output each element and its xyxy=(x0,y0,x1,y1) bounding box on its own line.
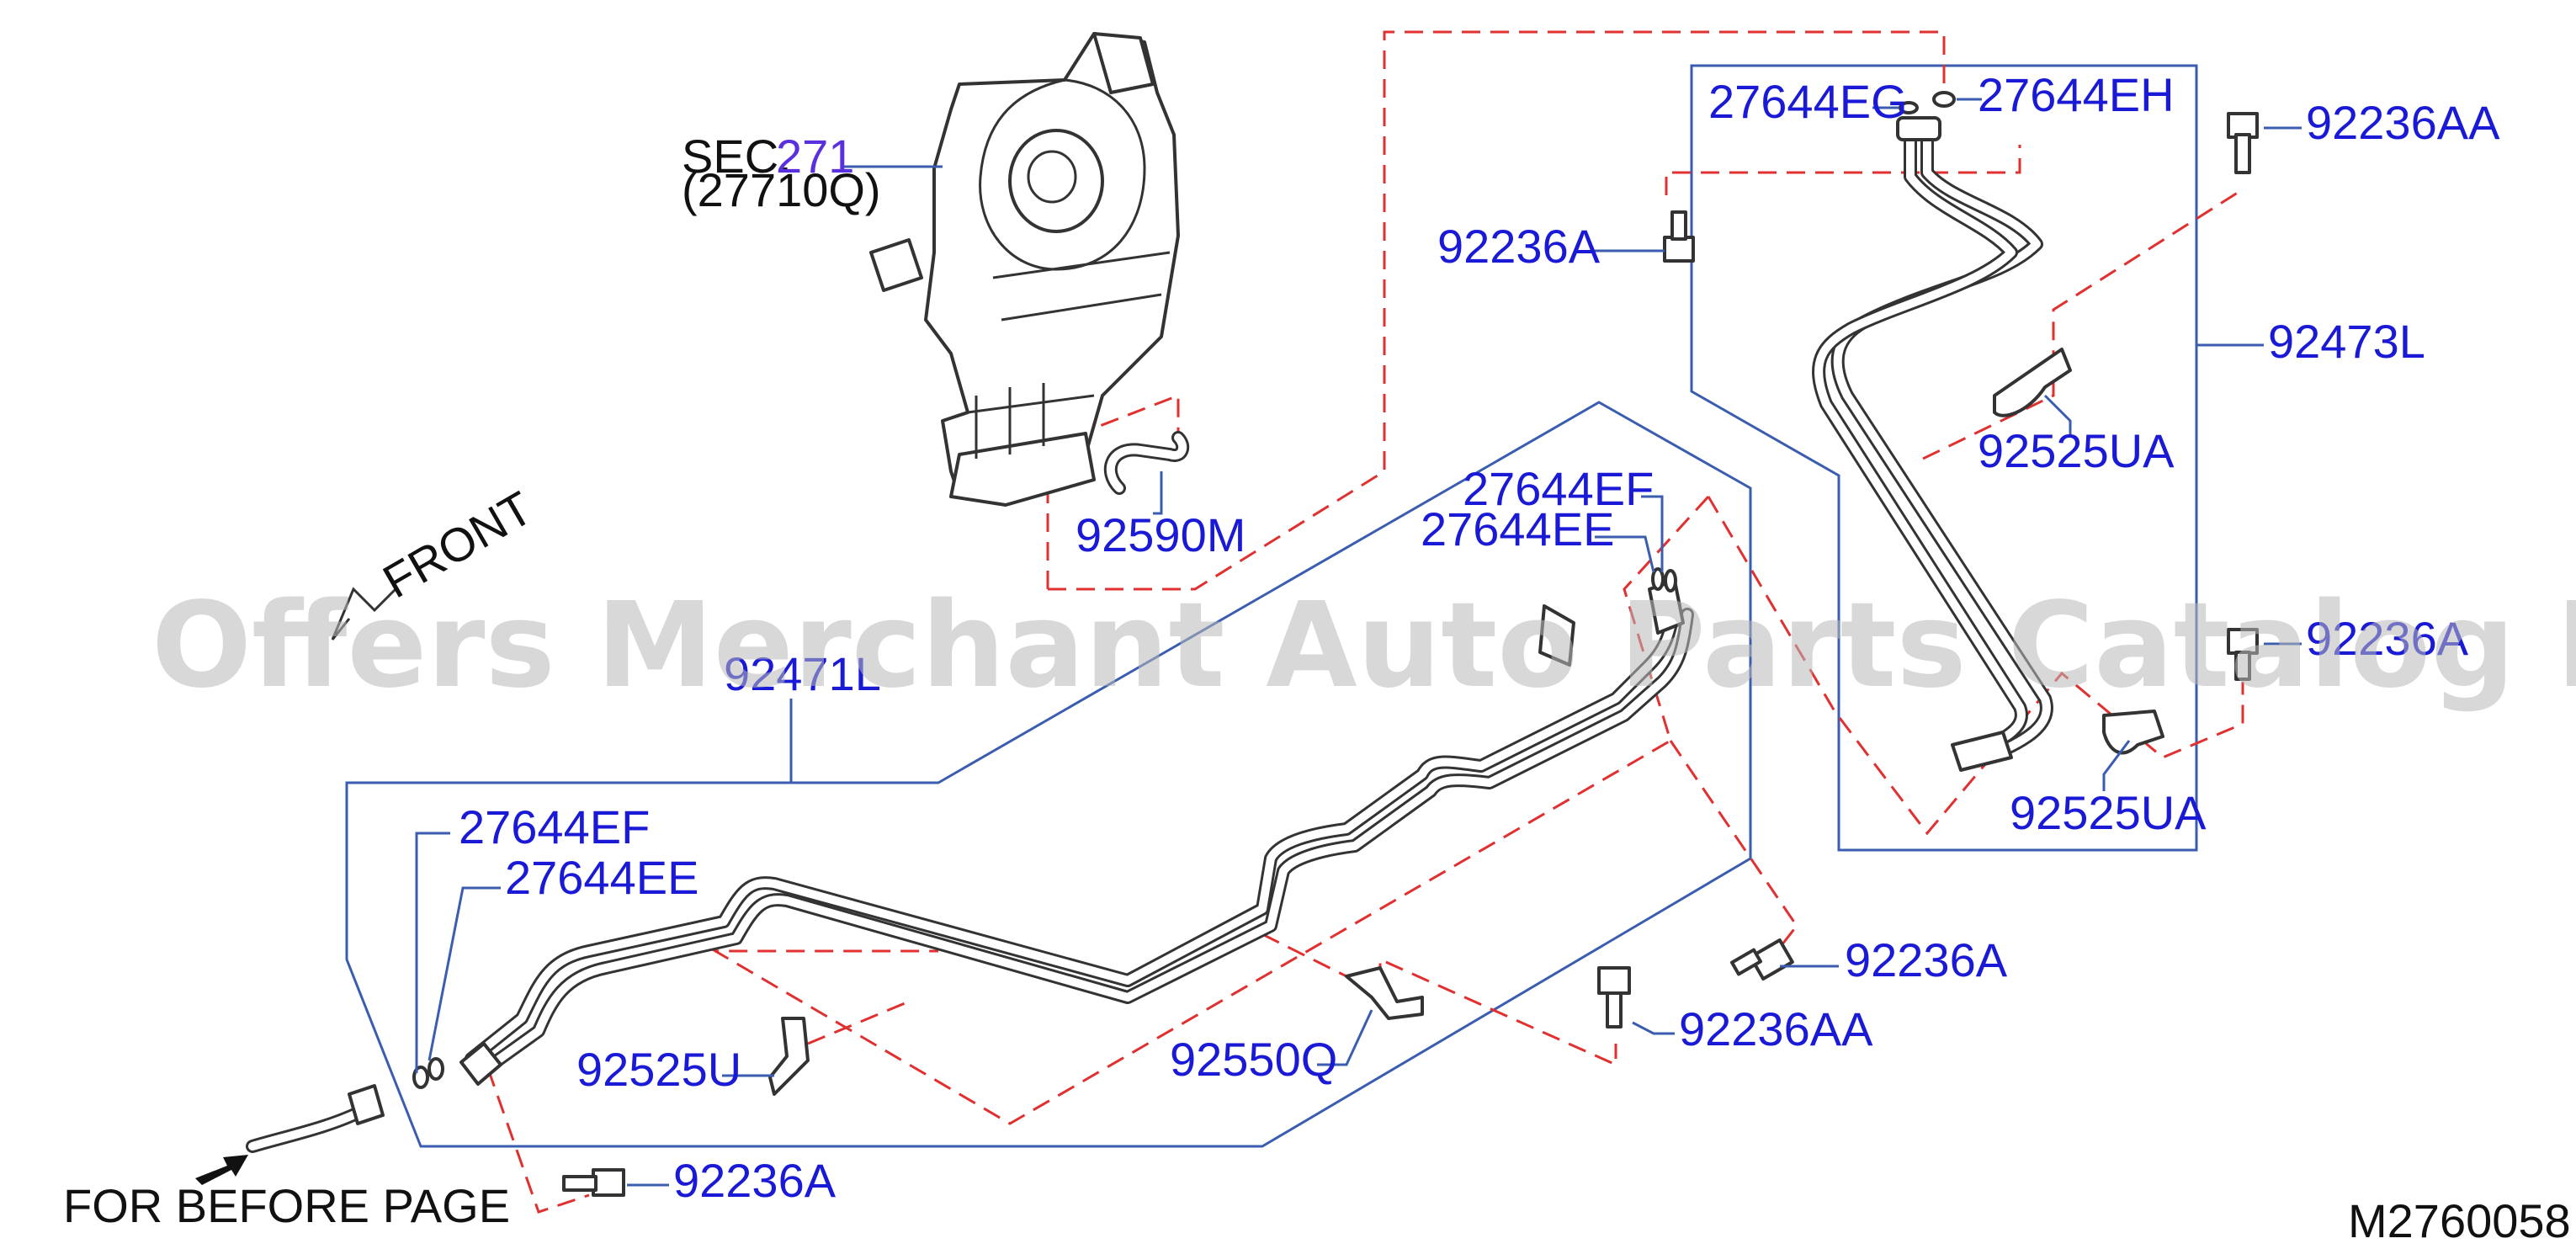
leader-27644ef-left xyxy=(415,832,450,1073)
o-ring-icon xyxy=(1651,567,1665,591)
label-92236aa-top[interactable]: 92236AA xyxy=(2306,96,2500,149)
label-sec-sub: (27710Q) xyxy=(682,163,881,216)
label-27644ee-mid[interactable]: 27644EE xyxy=(1421,502,1614,555)
clamp-icon xyxy=(768,1017,810,1096)
leader-92236aa-mid xyxy=(1632,1021,1675,1035)
label-sec: SEC. xyxy=(682,130,792,183)
o-ring-icon xyxy=(428,1057,444,1081)
label-27644eh[interactable]: 27644EH xyxy=(1978,68,2175,121)
label-92550q[interactable]: 92550Q xyxy=(1170,1033,1337,1086)
dash-line-right-down xyxy=(1669,740,1798,965)
pipe-assembly-92471l xyxy=(459,579,1694,1086)
dash-line-center xyxy=(710,495,1710,1125)
label-92236a-right[interactable]: 92236A xyxy=(2306,612,2469,665)
label-sec-271[interactable]: 271 xyxy=(776,130,854,183)
label-27644ef-left[interactable]: 27644EF xyxy=(459,800,650,853)
label-92525ua-bottom[interactable]: 92525UA xyxy=(2010,786,2207,839)
clamp-icon xyxy=(1345,966,1424,1020)
clamp-icon xyxy=(1993,348,2072,417)
label-92236aa-mid[interactable]: 92236AA xyxy=(1679,1002,1873,1055)
label-92236a-top[interactable]: 92236A xyxy=(1437,220,1601,273)
frame-92471l xyxy=(345,401,1752,1148)
dash-line-hose xyxy=(1046,393,1180,589)
dash-line-bolt-top xyxy=(1665,145,2021,195)
leader-92550q xyxy=(1317,1009,1373,1066)
label-92236a-mid[interactable]: 92236A xyxy=(1845,933,2008,986)
bolt-icon xyxy=(1730,938,1794,981)
bolt-icon xyxy=(2227,628,2259,681)
leader-92525ua-top xyxy=(2043,394,2072,438)
o-ring-icon xyxy=(1899,101,1919,114)
frame-92473l xyxy=(1690,64,2198,852)
label-92525ua-top[interactable]: 92525UA xyxy=(1978,424,2175,477)
heater-unit-icon xyxy=(869,32,1180,507)
label-27644eg[interactable]: 27644EG xyxy=(1708,75,1908,128)
label-27644ef-mid[interactable]: 27644EF xyxy=(1463,462,1654,515)
dash-line-left xyxy=(486,1068,590,1214)
hose-icon xyxy=(1103,431,1190,495)
bolt-icon xyxy=(1597,966,1631,1028)
pipe-assembly-92473l xyxy=(1812,116,2053,772)
label-92473l[interactable]: 92473L xyxy=(2268,315,2425,368)
dash-line-top xyxy=(1048,30,1946,591)
label-diagram-code: M2760058 xyxy=(2348,1194,2571,1247)
direction-arrow-icon xyxy=(195,1155,248,1185)
dash-line-right-loop xyxy=(1707,496,2244,836)
bolt-icon xyxy=(2227,112,2259,174)
bolt-icon xyxy=(1663,210,1695,263)
watermark: Offers Merchant Auto Parts Catalog PARTS… xyxy=(151,577,2576,715)
label-92236a-bottom[interactable]: 92236A xyxy=(673,1154,837,1207)
o-ring-icon xyxy=(1932,91,1956,108)
o-ring-icon xyxy=(1664,569,1677,593)
leader-92590m xyxy=(1153,471,1163,515)
clamp-icon xyxy=(2102,710,2164,755)
label-92471l[interactable]: 92471L xyxy=(724,647,881,700)
front-arrow-icon xyxy=(331,587,397,640)
leader-27644ee-mid xyxy=(1595,535,1655,573)
bolt-icon xyxy=(562,1168,625,1197)
dash-line-clamp-top xyxy=(1922,188,2244,460)
dash-line-clamp-mid xyxy=(1261,933,1617,1067)
label-for-before-page[interactable]: FOR BEFORE PAGE xyxy=(63,1179,510,1232)
leader-27644ee-left xyxy=(428,886,501,1061)
label-27644ee-left[interactable]: 27644EE xyxy=(505,851,698,904)
leader-27644ef-mid xyxy=(1641,495,1664,572)
leader-92525ua-bottom xyxy=(2102,740,2131,791)
dash-line-clamp-left xyxy=(807,1000,910,1045)
label-92525u[interactable]: 92525U xyxy=(576,1043,741,1096)
label-92590m[interactable]: 92590M xyxy=(1076,508,1246,561)
